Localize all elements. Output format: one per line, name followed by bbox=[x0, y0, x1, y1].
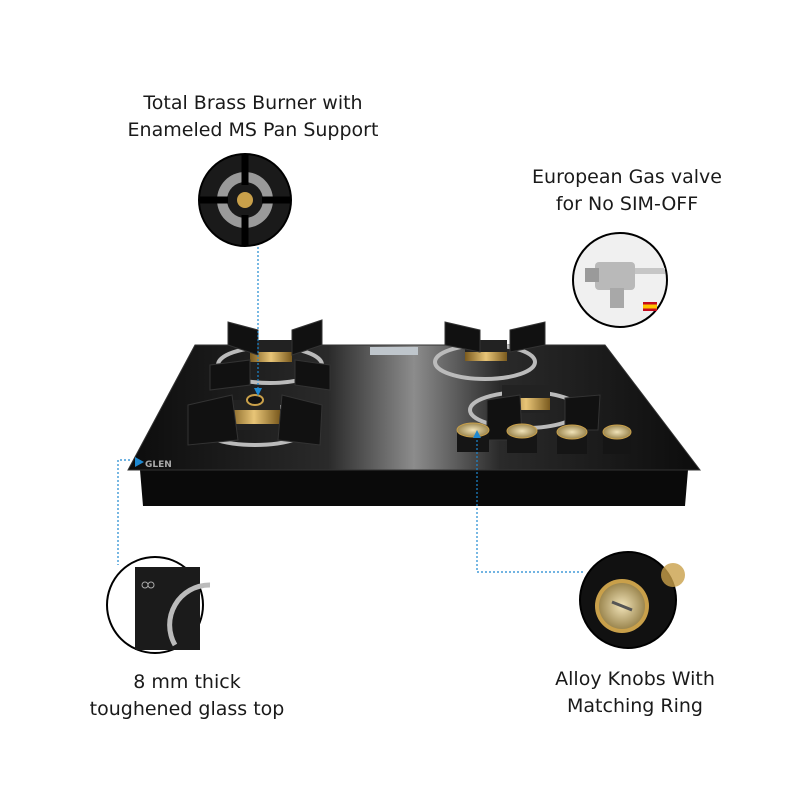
glass-feature-line-1: 8 mm thick bbox=[133, 671, 241, 693]
knob-2 bbox=[506, 423, 538, 453]
knob-4 bbox=[602, 424, 632, 454]
leader-lines bbox=[117, 247, 585, 573]
knobs-feature-line-1: Alloy Knobs With bbox=[555, 668, 715, 690]
knob-1 bbox=[456, 422, 490, 452]
glen-logo: GLEN bbox=[135, 457, 172, 470]
burner-detail-circle bbox=[198, 153, 292, 247]
arrow-icon bbox=[254, 388, 262, 396]
knob-detail-circle bbox=[579, 551, 685, 649]
arrow-icon bbox=[473, 430, 481, 438]
glass-detail-circle bbox=[106, 556, 211, 654]
valve-feature-line-1: European Gas valve bbox=[532, 166, 722, 188]
burner-feature-line-1: Total Brass Burner with bbox=[143, 92, 363, 114]
knobs-feature-line-2: Matching Ring bbox=[567, 695, 703, 717]
display-panel bbox=[370, 347, 418, 355]
knob-3 bbox=[556, 424, 588, 454]
gas-valve-detail-circle bbox=[572, 232, 668, 328]
burner-feature-line-2: Enameled MS Pan Support bbox=[127, 119, 379, 141]
spain-flag-icon bbox=[643, 302, 657, 311]
valve-feature-label: European Gas valve for No SIM-OFF bbox=[532, 164, 722, 218]
hob-base bbox=[140, 470, 688, 506]
gas-hob: GLEN bbox=[127, 319, 702, 506]
burner-feature-label: Total Brass Burner with Enameled MS Pan … bbox=[128, 90, 379, 144]
valve-feature-line-2: for No SIM-OFF bbox=[555, 193, 699, 215]
glass-feature-label: 8 mm thick toughened glass top bbox=[90, 669, 285, 723]
knobs-feature-label: Alloy Knobs With Matching Ring bbox=[555, 666, 715, 720]
glass-feature-line-2: toughened glass top bbox=[89, 698, 285, 720]
svg-text:GLEN: GLEN bbox=[145, 460, 172, 470]
